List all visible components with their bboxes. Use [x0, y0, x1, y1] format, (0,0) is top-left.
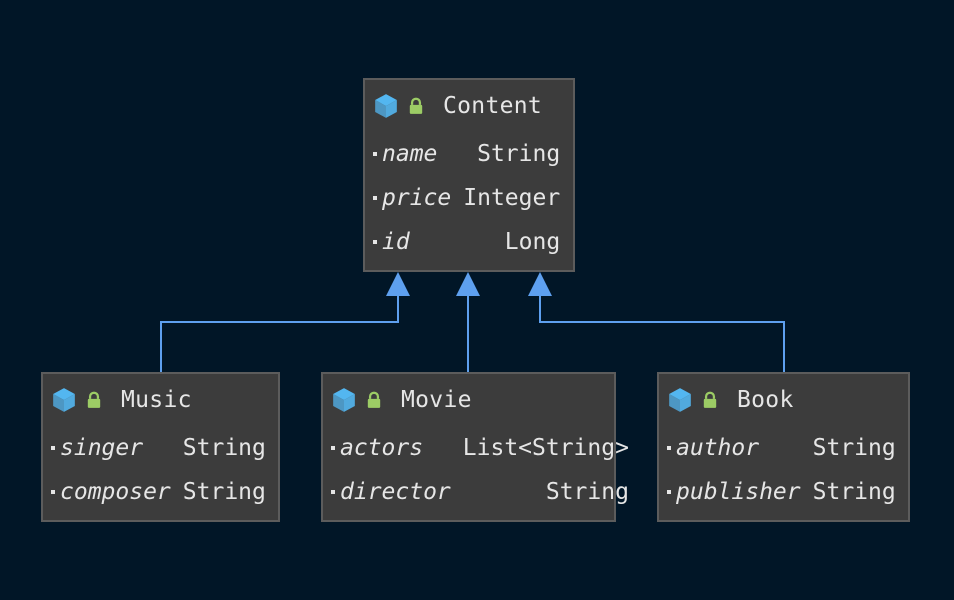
visibility-dot-icon [373, 195, 377, 200]
class-name: Book [737, 387, 794, 413]
class-movie[interactable]: Movie actors List<String> director Strin… [321, 372, 629, 522]
field-row: author String [667, 426, 896, 470]
field-list: author String publisher String [659, 426, 908, 514]
field-row: publisher String [667, 470, 896, 514]
field-type: String [545, 479, 629, 505]
field-name: publisher [667, 470, 801, 514]
field-list: name String price Integer id Long [365, 132, 573, 264]
class-name: Movie [401, 387, 472, 413]
arrowhead-book-content [528, 272, 552, 296]
lock-icon [87, 391, 101, 408]
class-book[interactable]: Book author String publisher String [657, 372, 910, 522]
visibility-dot-icon [331, 445, 335, 450]
class-header: Movie [323, 374, 614, 426]
field-name: composer [51, 470, 171, 514]
class-name: Content [443, 93, 543, 119]
field-row: name String [373, 132, 560, 176]
visibility-dot-icon [373, 151, 377, 156]
lock-icon [703, 391, 717, 408]
field-name: id [373, 220, 451, 264]
field-type: String [477, 141, 561, 167]
visibility-dot-icon [51, 489, 55, 494]
class-name: Music [121, 387, 192, 413]
field-list: actors List<String> director String [323, 426, 629, 514]
field-type: String [812, 479, 896, 505]
visibility-dot-icon [667, 445, 671, 450]
class-cube-icon [53, 388, 75, 412]
class-header: Book [659, 374, 908, 426]
edge-book-content [539, 292, 785, 373]
arrowhead-movie-content [456, 272, 480, 296]
class-content[interactable]: Content name String price Integer id Lon… [363, 78, 575, 272]
class-cube-icon [669, 388, 691, 412]
field-name: price [373, 176, 451, 220]
field-row: singer String [51, 426, 266, 470]
field-name: name [373, 132, 451, 176]
field-row: actors List<String> [331, 426, 629, 470]
visibility-dot-icon [51, 445, 55, 450]
class-header: Music [43, 374, 278, 426]
class-cube-icon [333, 388, 355, 412]
arrowhead-music-content [386, 272, 410, 296]
field-name: actors [331, 426, 451, 470]
field-type: String [182, 479, 266, 505]
visibility-dot-icon [373, 239, 377, 244]
class-music[interactable]: Music singer String composer String [41, 372, 280, 522]
edge-music-content [160, 292, 399, 373]
field-name: director [331, 470, 451, 514]
field-type: Integer [463, 185, 561, 211]
class-header: Content [365, 80, 573, 132]
lock-icon [367, 391, 381, 408]
field-row: id Long [373, 220, 560, 264]
class-cube-icon [375, 94, 397, 118]
field-row: director String [331, 470, 629, 514]
visibility-dot-icon [667, 489, 671, 494]
field-name: author [667, 426, 801, 470]
field-name: singer [51, 426, 171, 470]
field-row: composer String [51, 470, 266, 514]
field-type: String [182, 435, 266, 461]
visibility-dot-icon [331, 489, 335, 494]
field-type: String [812, 435, 896, 461]
field-list: singer String composer String [43, 426, 278, 514]
lock-icon [409, 97, 423, 114]
field-row: price Integer [373, 176, 560, 220]
field-type: Long [504, 229, 561, 255]
field-type: List<String> [462, 435, 629, 461]
